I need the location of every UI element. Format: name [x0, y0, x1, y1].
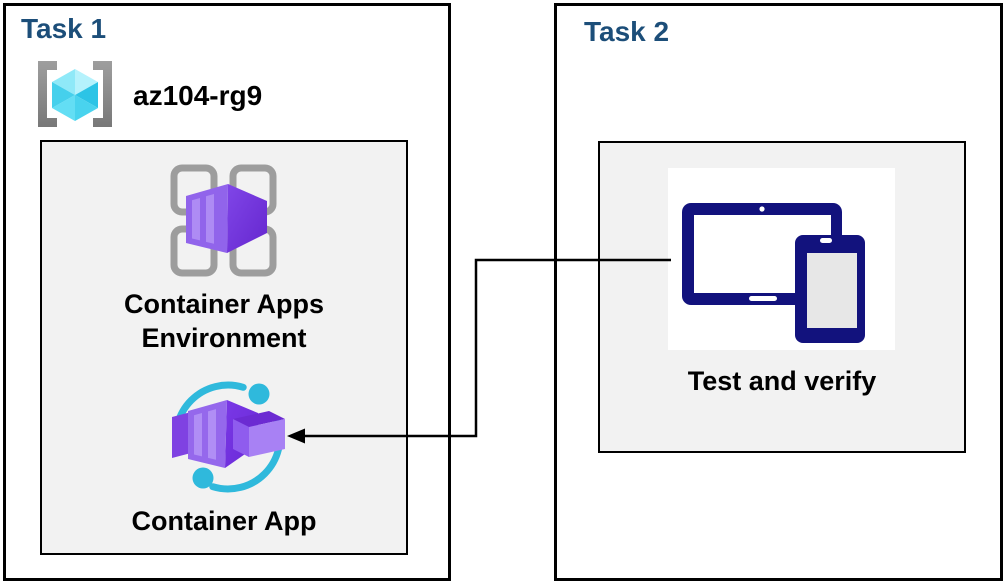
resource-group-icon [38, 61, 112, 127]
environment-label: Container Apps Environment [40, 287, 408, 355]
container-apps-environment-icon [170, 164, 277, 277]
test-and-verify-label: Test and verify [687, 366, 877, 396]
container-app-label: Container App [131, 506, 317, 536]
environment-label-line2: Environment [141, 323, 307, 353]
container-app-icon [172, 381, 285, 493]
tablet-and-phone-icon [682, 203, 865, 343]
resource-group-name: az104-rg9 [133, 80, 263, 111]
environment-label-line1: Container Apps [123, 289, 324, 319]
task2-title: Task 2 [584, 16, 670, 47]
task1-title: Task 1 [21, 13, 107, 44]
